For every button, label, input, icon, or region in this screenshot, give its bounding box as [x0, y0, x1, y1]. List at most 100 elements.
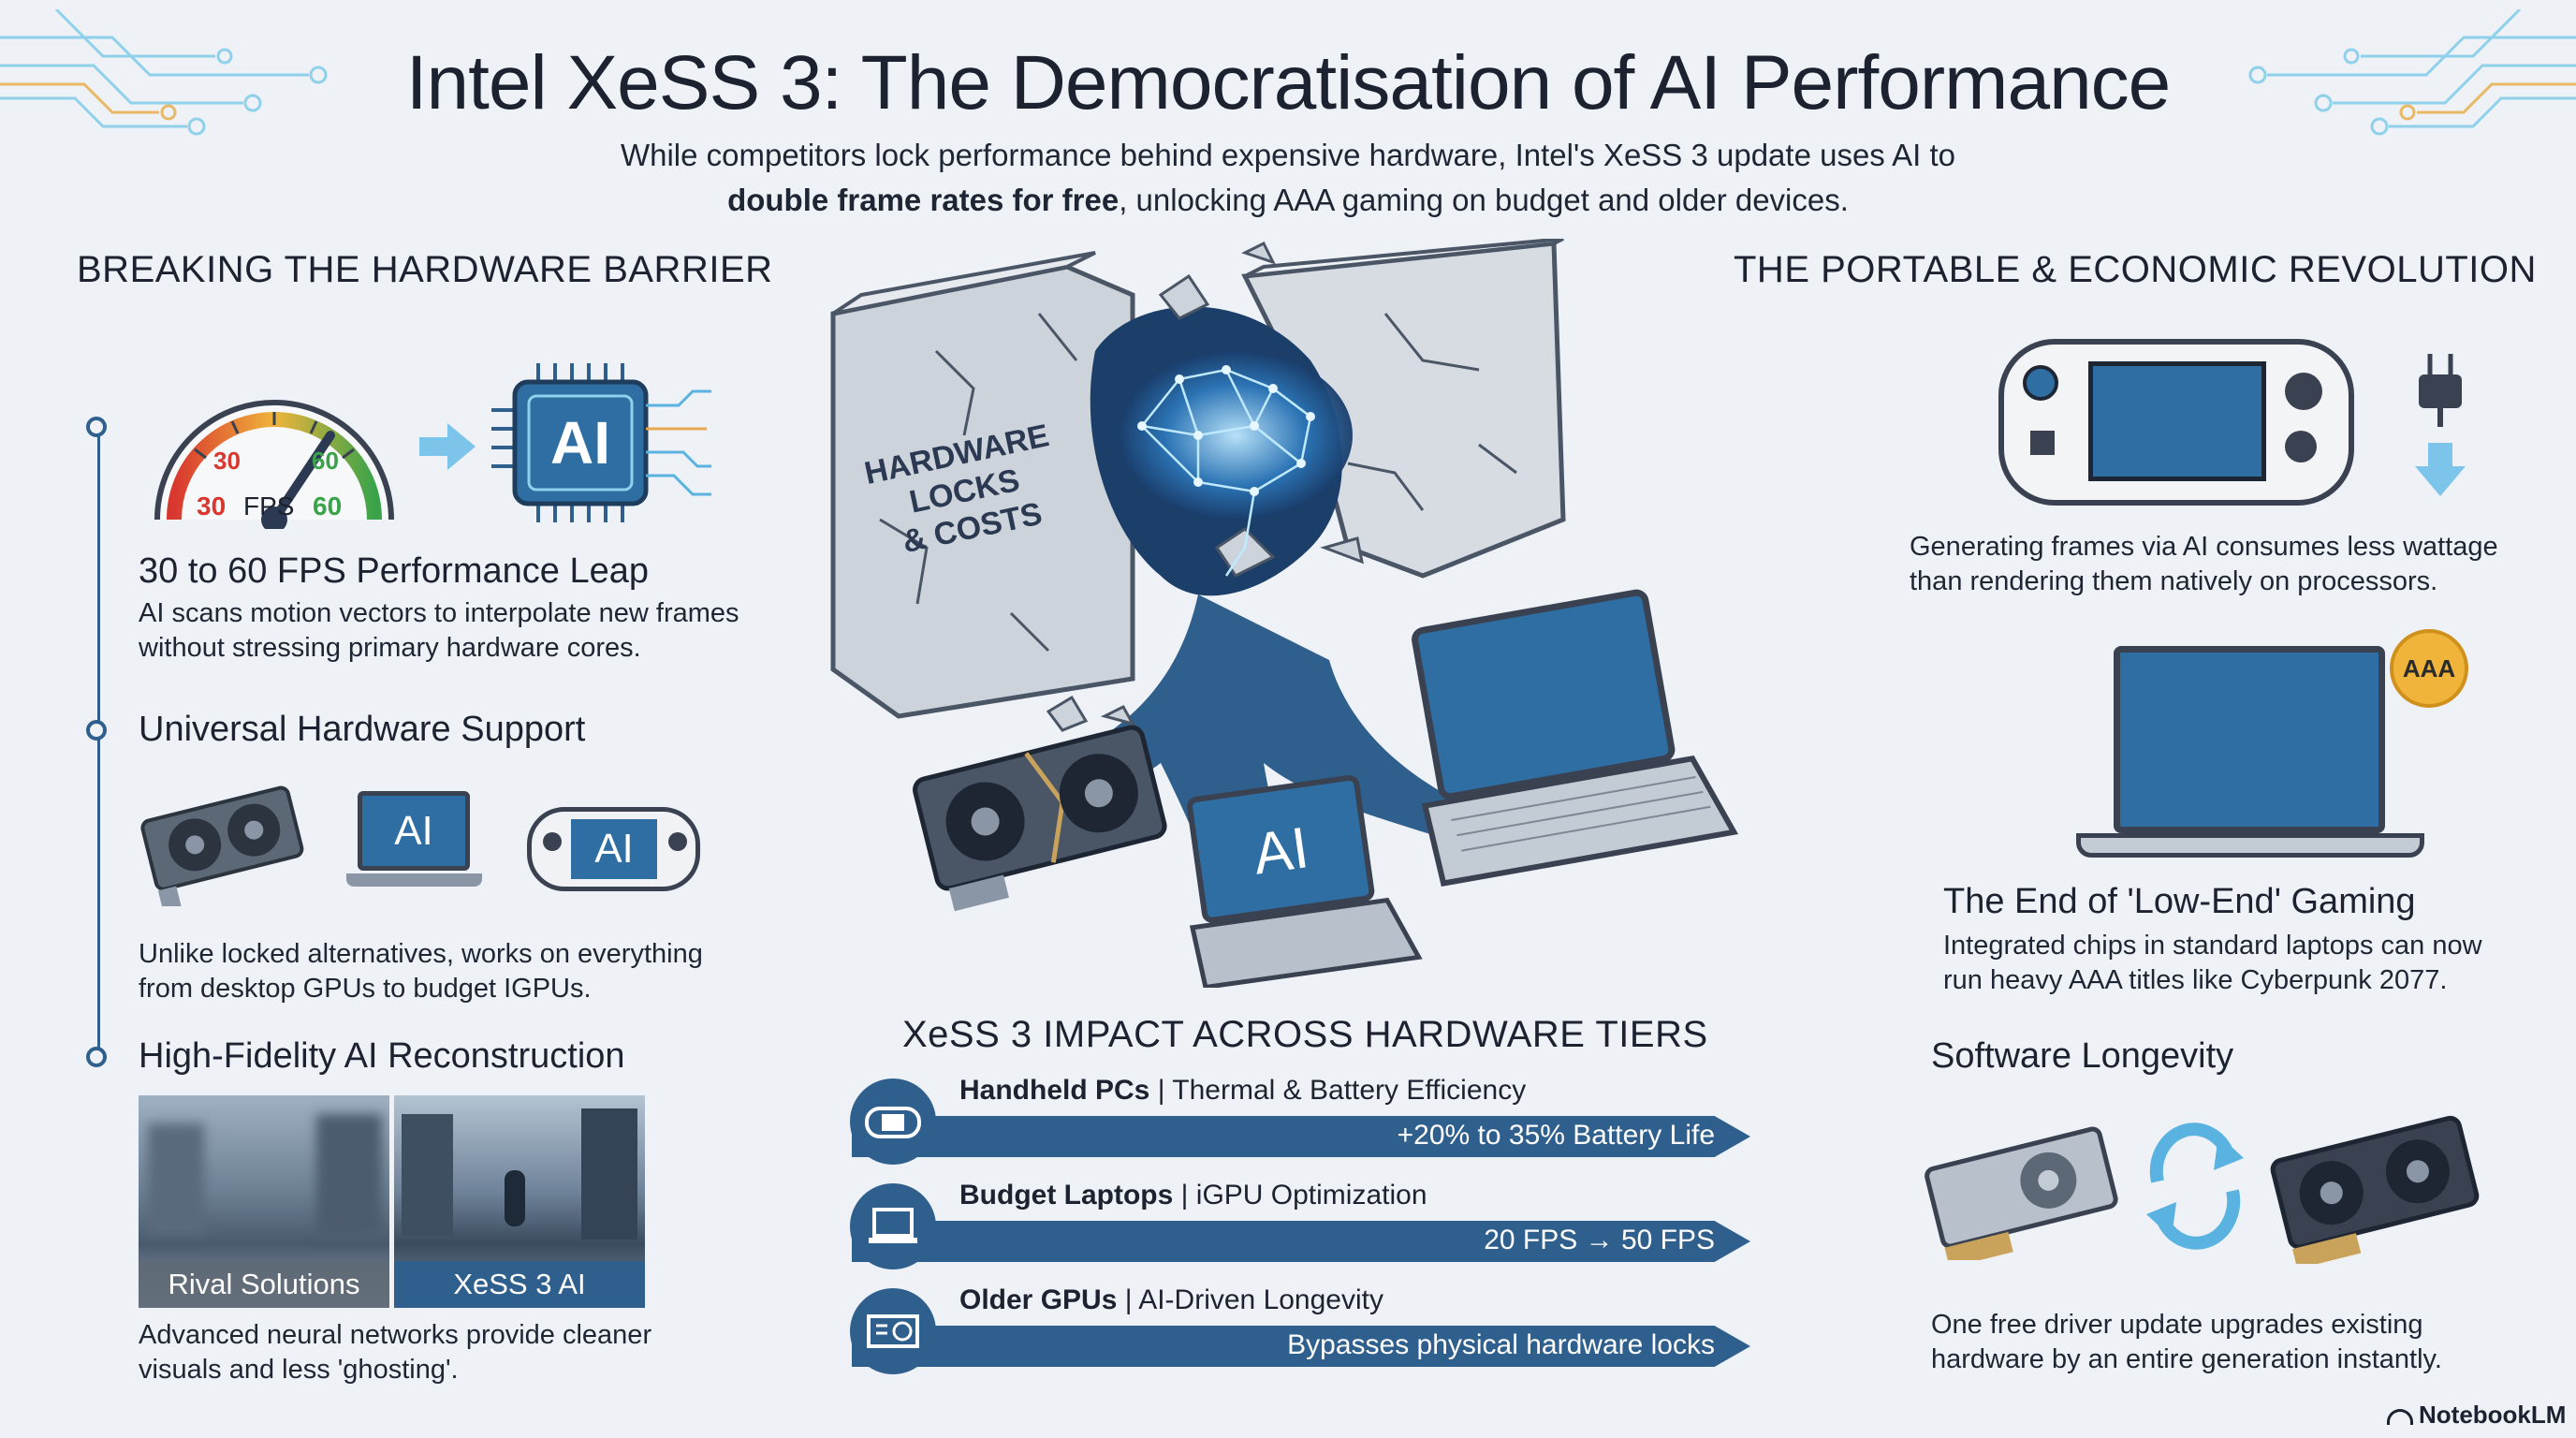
- xess-image: XeSS 3 AI: [394, 1095, 645, 1308]
- arrow-right-icon: [419, 423, 476, 470]
- circuit-decoration-right: [2248, 9, 2576, 136]
- handheld-console-icon: [1998, 339, 2354, 506]
- timeline-dot-3: [86, 1047, 107, 1067]
- console-buttons: [2285, 373, 2322, 410]
- tier-title-laptop: Budget Laptops | iGPU Optimization: [959, 1180, 1427, 1211]
- console-joystick-left: [2023, 365, 2058, 401]
- console-screen: [2088, 361, 2266, 481]
- brand-label: NotebookLM: [2419, 1401, 2567, 1429]
- tier-desc: AI-Driven Longevity: [1138, 1284, 1383, 1315]
- timeline-dot-1: [86, 417, 107, 437]
- gauge-fps-60: 60: [313, 492, 342, 521]
- laptop-base: [2076, 833, 2424, 858]
- sharp-buildings: [581, 1108, 637, 1240]
- tier-icon-handheld: [850, 1078, 936, 1165]
- tier-name: Older GPUs: [959, 1284, 1118, 1315]
- tier-icon-laptop: [850, 1183, 936, 1269]
- body-line: visuals and less 'ghosting'.: [139, 1355, 459, 1385]
- blurred-buildings: [316, 1114, 382, 1236]
- item-title-universal-support: Universal Hardware Support: [139, 710, 586, 749]
- gpu-card-icon: [140, 785, 304, 906]
- tier-name: Handheld PCs: [959, 1075, 1150, 1106]
- power-plug-icon: [2415, 354, 2466, 496]
- gauge-label-60: 60: [312, 447, 339, 475]
- broken-wall-illustration: HARDWARE LOCKS & COSTS AI: [830, 239, 1739, 988]
- aaa-badge: AAA: [2390, 629, 2468, 708]
- tier-bar-text: Bypasses physical hardware locks: [1287, 1329, 1715, 1360]
- subtitle-line-1: While competitors lock performance behin…: [620, 138, 1956, 172]
- power-body: Generating frames via AI consumes less w…: [1910, 530, 2498, 599]
- laptop-screen: [2114, 646, 2385, 833]
- body-line: run heavy AAA titles like Cyberpunk 2077…: [1943, 965, 2448, 995]
- fps-gauge-icon: 30 60 30 FPS 60: [154, 400, 394, 529]
- timeline-line: [97, 426, 100, 1063]
- new-gpu-icon: [2270, 1115, 2480, 1264]
- handheld-joystick-left: [543, 832, 562, 851]
- runner-figure: [505, 1170, 525, 1226]
- tier-bar-text: +20% to 35% Battery Life: [1397, 1120, 1715, 1151]
- sharp-buildings: [402, 1114, 453, 1236]
- body-line: Advanced neural networks provide cleaner: [139, 1320, 652, 1350]
- rival-solutions-image: Rival Solutions: [139, 1095, 389, 1308]
- body-line: than rendering them natively on processo…: [1910, 566, 2438, 596]
- handheld-buttons-right: [668, 832, 687, 851]
- subtitle-line-2: double frame rates for free, unlocking A…: [0, 178, 2576, 223]
- blurred-buildings: [148, 1123, 204, 1236]
- body-line: without stressing primary hardware cores…: [139, 633, 641, 663]
- tier-title-handheld: Handheld PCs | Thermal & Battery Efficie…: [959, 1075, 1527, 1106]
- tier-bar-text: 20 FPS → 50 FPS: [1484, 1225, 1715, 1255]
- tiers-heading: XeSS 3 IMPACT ACROSS HARDWARE TIERS: [902, 1014, 1708, 1055]
- body-line: Generating frames via AI consumes less w…: [1910, 532, 2498, 562]
- left-section-heading: BREAKING THE HARDWARE BARRIER: [77, 249, 773, 290]
- body-line: hardware by an entire generation instant…: [1931, 1344, 2442, 1374]
- lowend-body: Integrated chips in standard laptops can…: [1943, 929, 2482, 998]
- chip-label: AI: [550, 409, 610, 477]
- ai-chip-icon: AI: [491, 363, 711, 522]
- right-section-heading: THE PORTABLE & ECONOMIC REVOLUTION: [1734, 249, 2537, 290]
- laptop-small-icon: AI: [346, 791, 482, 903]
- tier-bar-gpu: Bypasses physical hardware locks: [852, 1326, 1750, 1367]
- tier-desc: iGPU Optimization: [1195, 1180, 1427, 1211]
- item-body-reconstruction: Advanced neural networks provide cleaner…: [139, 1318, 651, 1387]
- gauge-fps-label: FPS: [243, 492, 294, 521]
- gpu-icon: [867, 1314, 919, 1348]
- laptop-aaa-icon: [2076, 646, 2424, 871]
- xess-caption: XeSS 3 AI: [394, 1261, 645, 1308]
- longevity-body: One free driver update upgrades existing…: [1931, 1308, 2442, 1377]
- body-line: from desktop GPUs to budget IGPUs.: [139, 974, 592, 1004]
- notebooklm-logo-icon: [2387, 1408, 2413, 1425]
- circuit-decoration-left: [0, 9, 328, 136]
- timeline-dot-2: [86, 720, 107, 741]
- handheld-small-icon: AI: [527, 807, 700, 891]
- gauge-fps-30: 30: [197, 492, 226, 521]
- item-body-fps-leap: AI scans motion vectors to interpolate n…: [139, 596, 739, 666]
- refresh-cycle-icon: [2146, 1123, 2244, 1250]
- handheld-screen: AI: [571, 819, 657, 879]
- tier-bar-handheld: +20% to 35% Battery Life: [852, 1116, 1750, 1157]
- body-line: One free driver update upgrades existing: [1931, 1310, 2423, 1340]
- tier-name: Budget Laptops: [959, 1180, 1174, 1211]
- laptop-icon: [869, 1208, 917, 1243]
- laptop-screen: AI: [358, 791, 470, 871]
- body-line: Unlike locked alternatives, works on eve…: [139, 939, 703, 969]
- tier-desc: Thermal & Battery Efficiency: [1172, 1075, 1527, 1106]
- page-title: Intel XeSS 3: The Democratisation of AI …: [405, 40, 2172, 125]
- subtitle-bold: double frame rates for free: [727, 183, 1120, 217]
- rival-caption: Rival Solutions: [139, 1261, 389, 1308]
- longevity-title: Software Longevity: [1931, 1036, 2234, 1076]
- lowend-title: The End of 'Low-End' Gaming: [1943, 882, 2416, 921]
- handheld-icon: [865, 1107, 921, 1138]
- item-title-reconstruction: High-Fidelity AI Reconstruction: [139, 1036, 625, 1076]
- gauge-label-30: 30: [213, 447, 241, 475]
- console-joystick-right: [2285, 431, 2317, 462]
- console-dpad: [2030, 431, 2055, 455]
- notebooklm-brand: NotebookLM: [2387, 1401, 2566, 1430]
- laptop-base: [346, 873, 482, 887]
- center-laptop-label: AI: [1250, 815, 1313, 887]
- old-gpu-icon: [1925, 1126, 2118, 1260]
- body-line: Integrated chips in standard laptops can…: [1943, 931, 2482, 961]
- tier-bar-laptop: 20 FPS → 50 FPS: [852, 1221, 1750, 1262]
- tier-icon-gpu: [850, 1288, 936, 1374]
- item-body-universal-support: Unlike locked alternatives, works on eve…: [139, 937, 703, 1006]
- subtitle-rest: , unlocking AAA gaming on budget and old…: [1119, 183, 1849, 217]
